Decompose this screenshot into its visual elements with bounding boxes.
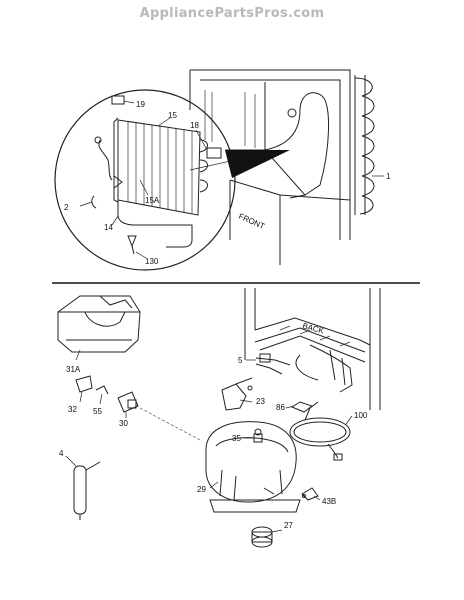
- callout-23: 23: [256, 397, 265, 406]
- callout-15a: 15A: [145, 196, 160, 205]
- callout-29: 29: [197, 485, 206, 494]
- part-23-relay: [221, 377, 253, 411]
- cabinet-lower-view: [244, 288, 381, 410]
- callout-2: 2: [64, 203, 69, 212]
- callout-55: 55: [93, 407, 102, 416]
- callout-35: 35: [232, 434, 241, 443]
- callout-43b: 43B: [322, 497, 336, 506]
- condenser-assembly: [91, 95, 222, 255]
- part-31a-drain-pan: [57, 295, 141, 353]
- callout-18: 18: [190, 121, 199, 130]
- callout-14: 14: [104, 223, 113, 232]
- callout-30: 30: [119, 419, 128, 428]
- callout-32: 32: [68, 405, 77, 414]
- watermark: AppliancePartsPros.com: [139, 6, 325, 21]
- callout-4: 4: [59, 449, 64, 458]
- part-18-clip: [206, 147, 222, 159]
- upper-callout-leaders: [79, 100, 207, 259]
- part-32-bracket: [75, 375, 93, 393]
- cabinet-upper-view: [189, 69, 351, 265]
- assembly-dash-line: [139, 407, 201, 441]
- callout-19: 19: [136, 100, 145, 109]
- detail-magnifier-circle: [54, 89, 290, 271]
- part-100-power-cord: [289, 401, 351, 461]
- part-43b-clip: [301, 487, 319, 501]
- callout-86: 86: [276, 403, 285, 412]
- callout-31a: 31A: [66, 365, 81, 374]
- callout-100: 100: [354, 411, 368, 420]
- callout-27: 27: [284, 521, 293, 530]
- part-5-wire-harness: [255, 353, 291, 375]
- part-29-compressor: [205, 421, 301, 513]
- part-27-mount: [251, 526, 273, 548]
- part-4-drier: [73, 461, 101, 520]
- callout-1: 1: [386, 172, 391, 181]
- lower-callout-leaders: [65, 349, 353, 533]
- part-30-overload: [117, 391, 139, 413]
- part-19-clip: [111, 95, 125, 105]
- callout-5: 5: [238, 356, 243, 365]
- back-label: BACK: [301, 321, 325, 336]
- front-label: FRONT: [237, 212, 266, 231]
- callout-130: 130: [145, 257, 159, 266]
- part-55-clip: [95, 385, 109, 395]
- callout-15: 15: [168, 111, 177, 120]
- condenser-back-coil: [354, 75, 384, 215]
